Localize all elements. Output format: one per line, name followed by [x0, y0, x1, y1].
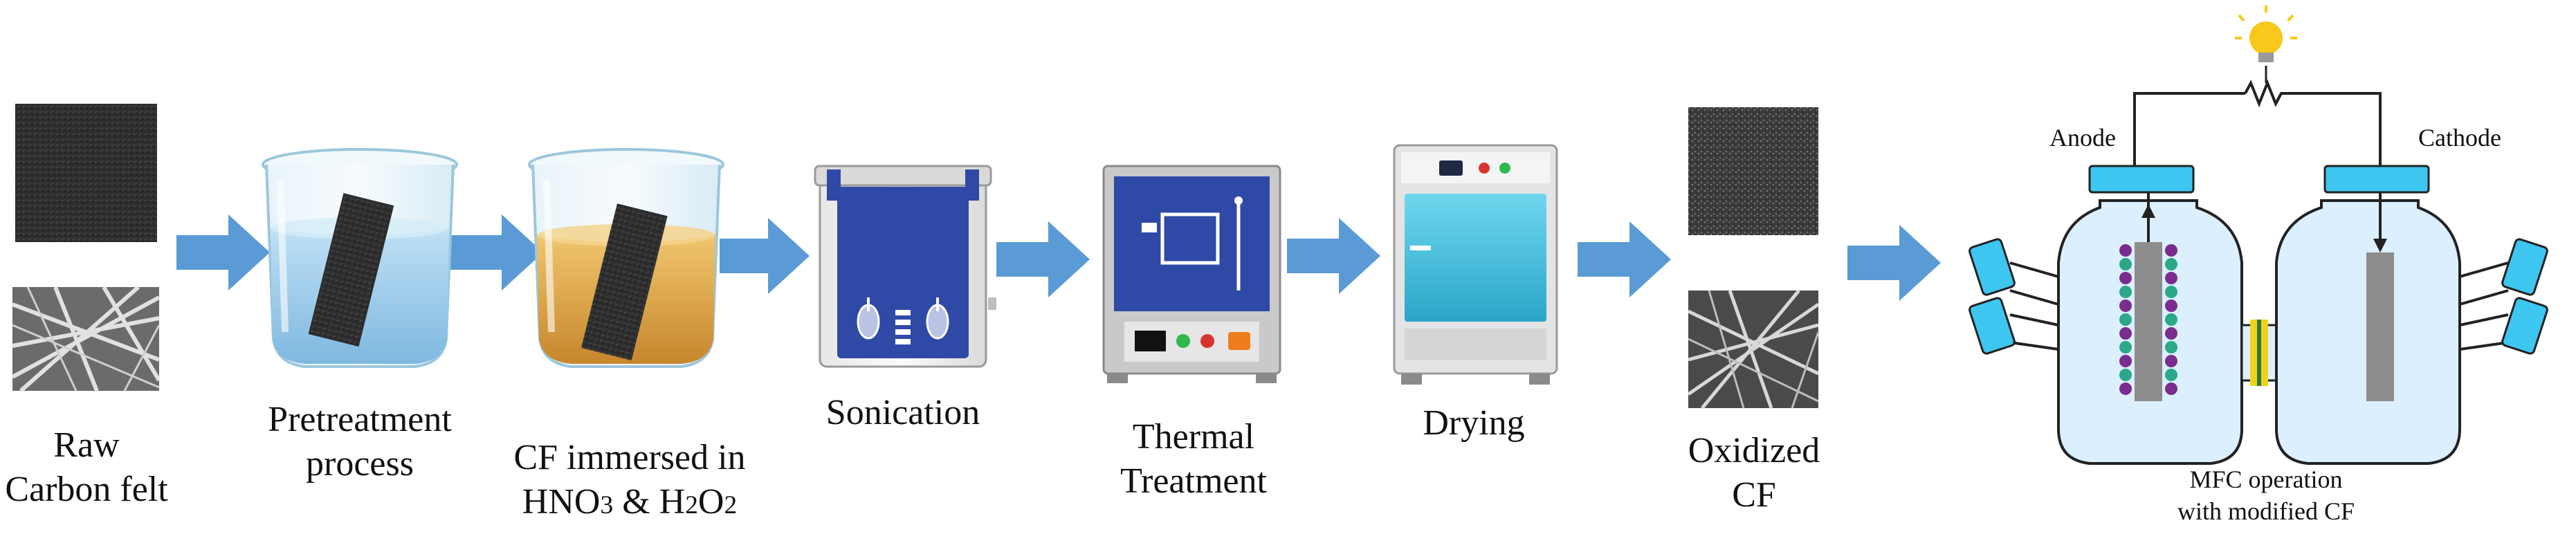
cathode-chamber	[2275, 165, 2548, 465]
label-cf-immersed: CF immersed in HNO3 & H2O2	[513, 438, 746, 522]
bacteria-bead	[2119, 369, 2132, 381]
resistor-icon	[2244, 79, 2287, 108]
bacteria-bead	[2119, 341, 2132, 353]
ultrasonic-bath-icon	[814, 165, 996, 368]
bacteria-bead	[2119, 286, 2132, 298]
arrow-4	[996, 221, 1090, 297]
label-drying: Drying	[1423, 403, 1525, 443]
bacteria-bead	[2165, 258, 2177, 270]
bacteria-bead	[2119, 272, 2132, 284]
raw-fiber-micrograph	[11, 285, 161, 393]
label-thermal-treatment: Thermal Treatment	[1120, 417, 1267, 501]
label-raw-carbon-felt: Raw Carbon felt	[5, 425, 168, 509]
raw-felt-photo	[15, 104, 157, 242]
arrow-3	[720, 218, 810, 294]
bacteria-bead	[2119, 258, 2132, 270]
arrow-1	[176, 214, 270, 291]
bacteria-bead	[2165, 355, 2177, 367]
label-sonication: Sonication	[825, 393, 980, 432]
bacteria-bead	[2165, 272, 2177, 284]
bacteria-bead	[2119, 327, 2132, 340]
anode-chamber	[1968, 165, 2243, 465]
arrow-5	[1287, 218, 1380, 294]
oxidized-fiber-micrograph	[1687, 289, 1820, 409]
label-cathode: Cathode	[2418, 124, 2501, 151]
bacteria-bead	[2119, 355, 2132, 367]
label-pretreatment: Pretreatment process	[268, 400, 452, 484]
label-anode: Anode	[2049, 124, 2116, 151]
bacteria-bead	[2165, 327, 2177, 340]
bacteria-bead	[2165, 369, 2177, 381]
bacteria-bead	[2165, 244, 2177, 257]
bacteria-bead	[2165, 286, 2177, 298]
light-bulb-icon	[2235, 6, 2297, 62]
arrow-2	[450, 214, 543, 291]
beaker-icon	[528, 148, 724, 368]
mfc-diagram	[1968, 6, 2548, 465]
arrow-6	[1578, 221, 1671, 297]
label-oxidized-cf: Oxidized CF	[1688, 431, 1820, 515]
arrow-7	[1847, 225, 1941, 301]
beaker-icon	[262, 148, 458, 368]
bacteria-bead	[2119, 383, 2132, 395]
bacteria-bead	[2119, 313, 2132, 326]
flow-arrows	[176, 214, 1941, 301]
oxidized-felt-photo	[1688, 107, 1818, 235]
drying-oven-icon	[1393, 144, 1558, 385]
bacteria-bead	[2119, 300, 2132, 312]
furnace-icon	[1102, 165, 1281, 383]
bacteria-bead	[2165, 313, 2177, 326]
bacteria-bead	[2165, 383, 2177, 395]
bacteria-bead	[2165, 300, 2177, 312]
membrane	[2240, 320, 2278, 386]
bacteria-bead	[2119, 244, 2132, 257]
label-mfc-caption: MFC operation with modified CF	[2177, 466, 2355, 525]
bacteria-bead	[2165, 341, 2177, 353]
